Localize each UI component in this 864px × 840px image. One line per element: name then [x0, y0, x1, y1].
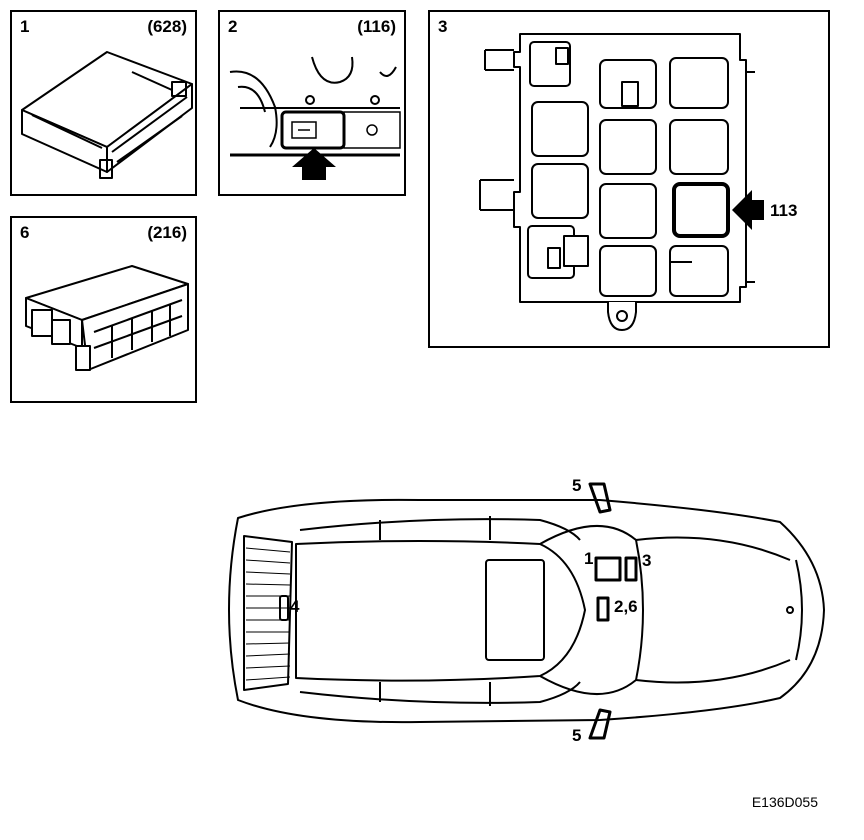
car-callout-1: 1 — [584, 549, 594, 568]
panel-2-number: 2 — [228, 17, 238, 36]
panel-6-number: 6 — [20, 223, 30, 242]
car-callout-2-6: 2,6 — [614, 597, 638, 616]
panel-1: 1 (628) — [10, 10, 197, 196]
car-callout-5-top: 5 — [572, 476, 582, 495]
panel-3-number: 3 — [438, 17, 448, 36]
car-callout-4: 4 — [290, 597, 300, 616]
relay-box-illustration — [479, 33, 764, 331]
panel-1-code: (628) — [147, 17, 187, 36]
panel-1-number: 1 — [20, 17, 30, 36]
relay-113 — [672, 182, 730, 238]
location-marker-2-6 — [596, 596, 610, 622]
control-module-216-illustration — [25, 265, 189, 371]
panel-2-pointer-arrow — [292, 148, 336, 180]
relay-113-label: 113 — [770, 201, 798, 220]
panel-2: 2 (116) — [218, 10, 406, 196]
car-callout-3: 3 — [642, 551, 652, 570]
panel-2-code: (116) — [357, 17, 396, 36]
control-module-628-illustration — [21, 51, 193, 179]
relay-113-pointer-arrow — [732, 190, 764, 230]
panel-6: 6 (216) — [10, 216, 197, 403]
diagram-reference-id: E136D055 — [751, 794, 818, 810]
panel-6-code: (216) — [147, 223, 187, 242]
panel-3: 3 — [428, 10, 830, 348]
dashboard-switch-116-illustration — [229, 56, 401, 180]
car-callout-5-bottom: 5 — [572, 726, 582, 745]
location-marker-1 — [594, 556, 622, 582]
location-marker-3 — [624, 556, 638, 582]
